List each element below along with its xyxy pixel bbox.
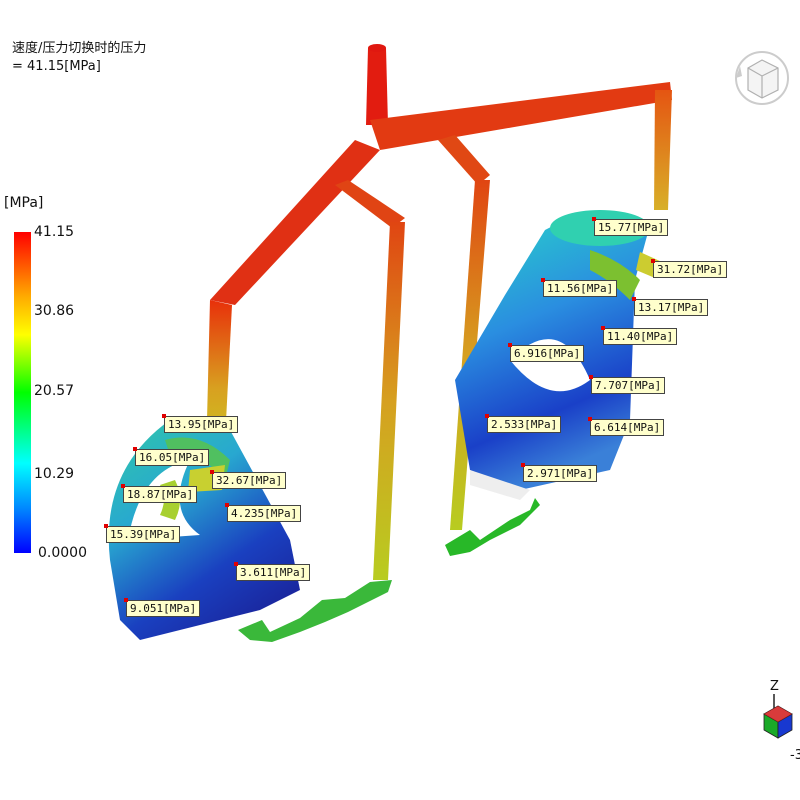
- probe-label[interactable]: 6.614[MPa]: [587, 417, 665, 436]
- axis-cube-icon: [763, 694, 793, 739]
- result-title-block: 速度/压力切换时的压力 = 41.15[MPa]: [12, 40, 146, 76]
- probe-label[interactable]: 18.87[MPa]: [120, 484, 198, 503]
- probe-label[interactable]: 2.971[MPa]: [520, 463, 598, 482]
- probe-label[interactable]: 32.67[MPa]: [209, 470, 287, 489]
- probe-label[interactable]: 31.72[MPa]: [650, 259, 728, 278]
- probe-label[interactable]: 2.533[MPa]: [484, 414, 562, 433]
- legend-unit: [MPa]: [4, 195, 44, 211]
- probe-label[interactable]: 3.611[MPa]: [233, 562, 311, 581]
- probe-label[interactable]: 11.56[MPa]: [540, 278, 618, 297]
- legend-color-bar: [14, 232, 31, 553]
- legend-tick: 30.86: [34, 303, 75, 319]
- axis-triad[interactable]: Z -3: [752, 676, 800, 800]
- view-cube-icon[interactable]: [730, 38, 790, 118]
- axis-x-label: -3: [790, 748, 800, 763]
- probe-label[interactable]: 15.77[MPa]: [591, 217, 669, 236]
- sprue-runner-system: [206, 44, 672, 580]
- probe-label[interactable]: 11.40[MPa]: [600, 326, 678, 345]
- probe-label[interactable]: 13.17[MPa]: [631, 297, 709, 316]
- axis-z-label: Z: [770, 679, 779, 694]
- legend-tick: 10.29: [34, 466, 75, 482]
- result-title: 速度/压力切换时的压力: [12, 41, 147, 56]
- probe-label[interactable]: 15.39[MPa]: [103, 524, 181, 543]
- probe-label[interactable]: 6.916[MPa]: [507, 343, 585, 362]
- legend-tick-min: 0.0000: [38, 545, 87, 561]
- probe-label[interactable]: 7.707[MPa]: [588, 375, 666, 394]
- result-value: = 41.15[MPa]: [12, 59, 101, 74]
- probe-label[interactable]: 4.235[MPa]: [224, 503, 302, 522]
- legend-tick-max: 41.15: [34, 224, 75, 240]
- probe-label[interactable]: 13.95[MPa]: [161, 414, 239, 433]
- probe-label[interactable]: 9.051[MPa]: [123, 598, 201, 617]
- probe-label[interactable]: 16.05[MPa]: [132, 447, 210, 466]
- legend-tick: 20.57: [34, 383, 75, 399]
